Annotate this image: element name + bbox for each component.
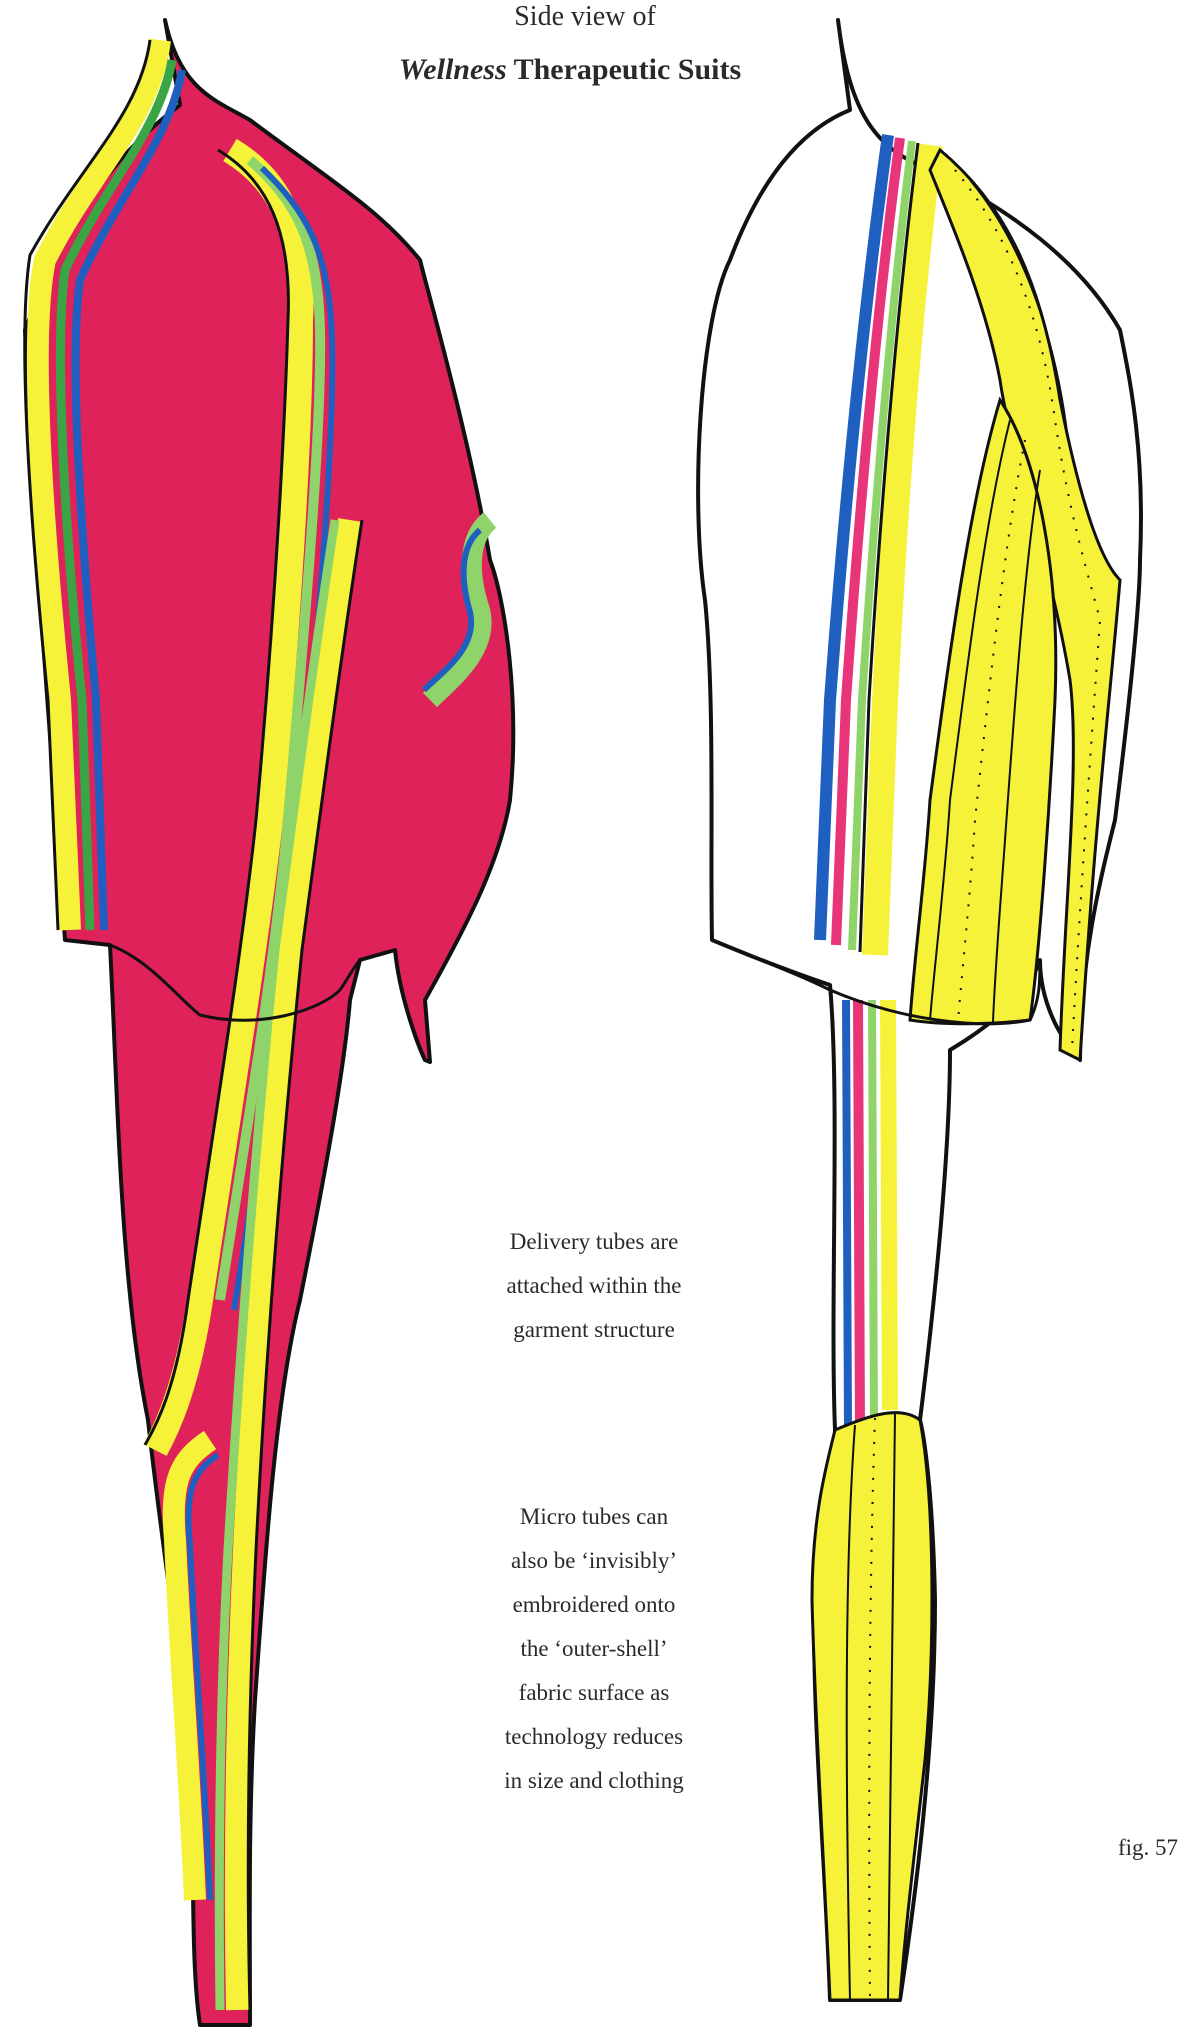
title-bold-words: Therapeutic Suits xyxy=(514,53,742,86)
right-leg-stripe-yellow xyxy=(888,1000,890,1410)
figure-label: fig. 57 xyxy=(1118,1835,1178,1861)
caption-delivery-tubes: Delivery tubes are attached within the g… xyxy=(464,1220,724,1352)
page-title-line1: Side view of xyxy=(420,0,750,34)
title-italic-word: Wellness xyxy=(399,53,507,86)
left-suit-figure xyxy=(25,20,513,2025)
caption-line: the ‘outer-shell’ xyxy=(464,1627,724,1671)
caption-line: technology reduces xyxy=(464,1715,724,1759)
right-leg-stripe-blue xyxy=(846,1000,848,1430)
caption-line: attached within the xyxy=(464,1264,724,1308)
right-leg-stripe-pink xyxy=(858,1000,860,1430)
right-leg-stripe-green xyxy=(872,1000,874,1430)
caption-line: garment structure xyxy=(464,1308,724,1352)
caption-line: Micro tubes can xyxy=(464,1495,724,1539)
caption-line: fabric surface as xyxy=(464,1671,724,1715)
caption-line: embroidered onto xyxy=(464,1583,724,1627)
caption-line: Delivery tubes are xyxy=(464,1220,724,1264)
caption-line: in size and clothing xyxy=(464,1759,724,1803)
caption-micro-tubes: Micro tubes can also be ‘invisibly’ embr… xyxy=(464,1495,724,1803)
page-title-line2: Wellness Therapeutic Suits xyxy=(340,50,800,90)
right-suit-figure xyxy=(698,20,1141,2000)
caption-line: also be ‘invisibly’ xyxy=(464,1539,724,1583)
